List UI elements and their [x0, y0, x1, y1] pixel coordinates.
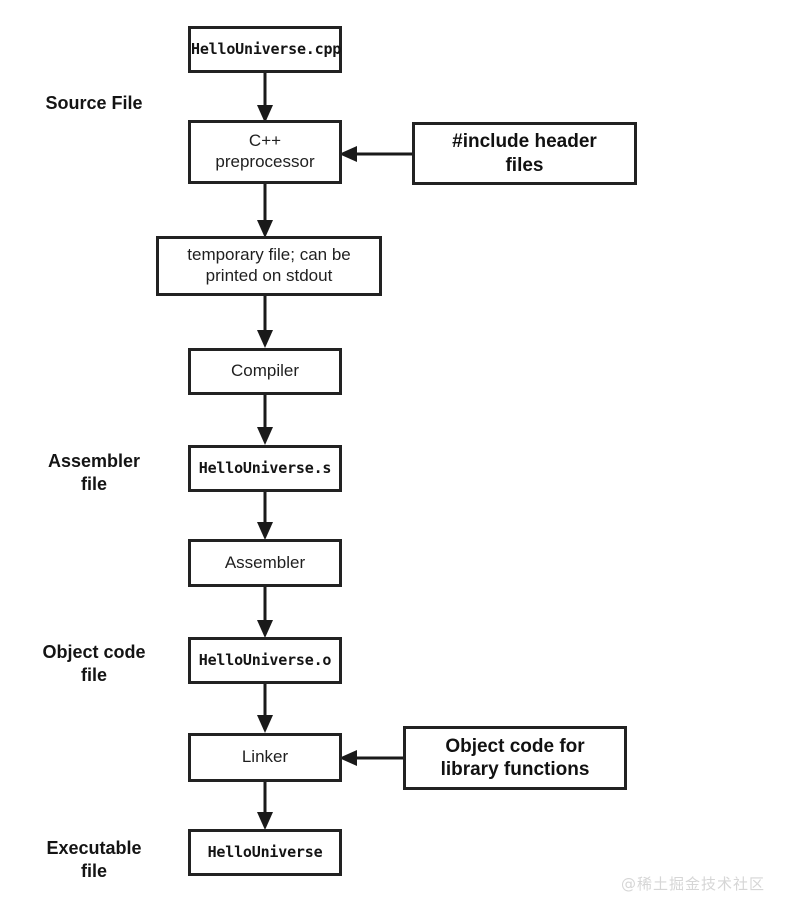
edge-compiler-to-asm-file: [248, 394, 282, 447]
edge-linker-to-executable: [248, 782, 282, 832]
node-assembler[interactable]: Assembler: [188, 539, 342, 587]
edge-temp-file-to-compiler: [248, 294, 282, 350]
edge-assembler-to-object-file: [248, 586, 282, 640]
stage-label-object-code-file: Object code file: [42, 642, 146, 686]
node-temporary-file-label: temporary file; can be printed on stdout: [187, 245, 351, 285]
node-compiler[interactable]: Compiler: [188, 348, 342, 395]
node-linker-label: Linker: [241, 747, 289, 767]
edge-preprocessor-to-temp-file: [248, 183, 282, 240]
node-assembler-label: Assembler: [224, 552, 306, 572]
node-compiler-label: Compiler: [230, 361, 300, 381]
stage-label-assembler-file: Assembler file: [47, 451, 141, 495]
callout-include-header-files[interactable]: #include header files: [412, 122, 637, 185]
node-assembly-file-label: HelloUniverse.s: [198, 459, 332, 478]
edge-source-to-preprocessor: [248, 71, 282, 125]
stage-label-executable-file: Executable file: [46, 838, 142, 882]
node-preprocessor-label: C++ preprocessor: [215, 131, 315, 171]
node-executable[interactable]: HelloUniverse: [188, 829, 342, 876]
node-object-file[interactable]: HelloUniverse.o: [188, 637, 342, 684]
edge-object-file-to-linker: [248, 684, 282, 735]
node-temporary-file[interactable]: temporary file; can be printed on stdout: [156, 236, 382, 296]
stage-label-source-file: Source File: [45, 93, 143, 113]
watermark: @稀土掘金技术社区: [621, 875, 766, 893]
node-source-file-label: HelloUniverse.cpp: [191, 40, 342, 59]
callout-library-object-code-label: Object code for library functions: [440, 735, 590, 780]
edge-library-object-code-to-linker: [337, 744, 409, 772]
node-source-file[interactable]: HelloUniverse.cpp: [188, 26, 342, 73]
node-linker[interactable]: Linker: [188, 733, 342, 782]
node-executable-label: HelloUniverse: [207, 843, 323, 862]
node-preprocessor[interactable]: C++ preprocessor: [188, 120, 342, 184]
edge-asm-file-to-assembler: [248, 490, 282, 542]
edge-include-headers-to-preprocessor: [337, 140, 417, 168]
callout-include-header-files-label: #include header files: [452, 131, 597, 176]
node-object-file-label: HelloUniverse.o: [198, 651, 332, 670]
callout-library-object-code[interactable]: Object code for library functions: [403, 726, 627, 790]
node-assembly-file[interactable]: HelloUniverse.s: [188, 445, 342, 492]
